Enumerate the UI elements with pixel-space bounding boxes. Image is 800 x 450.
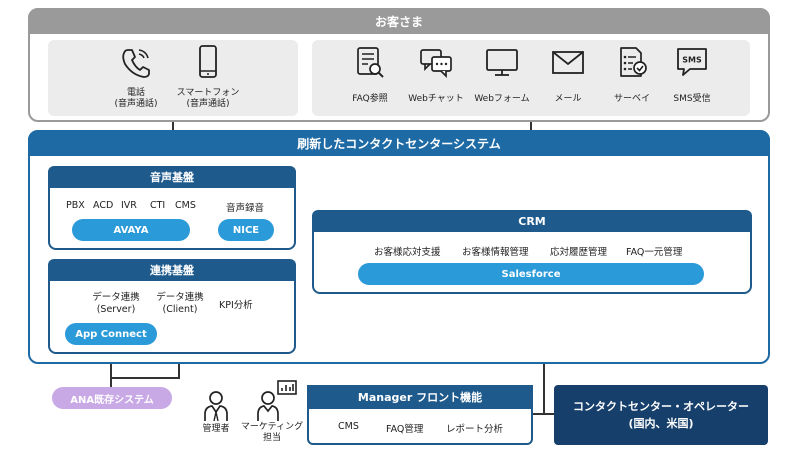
voice-platform-header: 音声基盤 — [48, 166, 296, 188]
nice-pill: NICE — [218, 219, 274, 241]
channel-mail-label: メール — [554, 94, 582, 104]
crm-title: CRM — [518, 214, 546, 228]
voice-channel-group — [48, 40, 298, 116]
voice-item-pbx: PBX — [66, 200, 85, 211]
customer-header: お客さま — [28, 8, 770, 34]
connector-system-to-bottom — [543, 364, 545, 414]
faq-icon — [357, 47, 384, 78]
sms-badge-text: SMS — [682, 56, 702, 65]
channel-sms: SMS SMS受信 — [660, 44, 724, 114]
manager-item-cms: CMS — [338, 421, 359, 432]
avaya-label: AVAYA — [113, 224, 149, 236]
system-title: 刷新したコンタクトセンターシステム — [297, 136, 501, 151]
channel-smartphone: スマートフォン (音声通話) — [168, 44, 248, 114]
voice-item-recording: 音声録音 — [226, 203, 265, 214]
channel-phone-label: 電話 (音声通話) — [114, 88, 158, 109]
integration-platform-title: 連携基盤 — [150, 264, 194, 277]
salesforce-label: Salesforce — [501, 268, 561, 280]
legacy-system-pill: ANA既存システム — [52, 387, 172, 409]
legacy-system-label: ANA既存システム — [70, 394, 154, 406]
person-manager-label: 管理者 — [202, 424, 230, 434]
web-chat-icon — [420, 49, 452, 79]
smartphone-icon — [199, 45, 217, 78]
channel-faq: FAQ参照 — [338, 44, 402, 114]
crm-item-faq: FAQ一元管理 — [626, 247, 683, 258]
channel-mail: メール — [536, 44, 600, 114]
connector-bottom-horizontal — [533, 413, 555, 415]
voice-item-ivr: IVR — [121, 200, 137, 211]
monitor-icon — [486, 49, 518, 76]
channel-survey-label: サーベイ — [613, 94, 650, 104]
crm-item-support: お客様応対支援 — [374, 247, 441, 258]
person-marketing-label: マーケティング 担当 — [240, 422, 304, 443]
crm-item-history: 応対履歴管理 — [550, 247, 608, 258]
avaya-pill: AVAYA — [72, 219, 190, 241]
voice-item-cti: CTI — [150, 200, 166, 211]
manager-item-report: レポート分析 — [446, 424, 504, 435]
salesforce-pill: Salesforce — [358, 263, 704, 285]
nice-label: NICE — [232, 224, 260, 236]
sms-icon: SMS — [677, 48, 707, 76]
operator-label: コンタクトセンター・オペレーター (国内、米国) — [573, 400, 749, 430]
channel-survey: サーベイ — [600, 44, 664, 114]
channel-web-chat-label: Webチャット — [408, 94, 464, 104]
connector-legacy-horizontal-1 — [110, 372, 112, 388]
crm-item-customer-info: お客様情報管理 — [462, 247, 529, 258]
integration-item-server: データ連携 (Server) — [92, 292, 140, 315]
mail-icon — [552, 51, 584, 74]
survey-icon — [620, 47, 647, 77]
integration-platform-header: 連携基盤 — [48, 259, 296, 281]
marketing-person-icon — [257, 380, 297, 421]
channel-web-form: Webフォーム — [470, 44, 534, 114]
voice-platform-title: 音声基盤 — [150, 171, 194, 184]
app-connect-label: App Connect — [75, 328, 147, 340]
channel-smartphone-label: スマートフォン (音声通話) — [176, 88, 240, 109]
channel-phone: 電話 (音声通話) — [96, 44, 176, 114]
integration-item-kpi: KPI分析 — [219, 300, 253, 311]
manager-item-faq: FAQ管理 — [386, 424, 424, 435]
channel-faq-label: FAQ参照 — [352, 94, 388, 104]
manager-front-header: Manager フロント機能 — [307, 385, 533, 409]
manager-front-title: Manager フロント機能 — [357, 391, 483, 404]
manager-person-icon — [204, 391, 228, 422]
voice-item-cms: CMS — [175, 200, 196, 211]
system-header: 刷新したコンタクトセンターシステム — [28, 130, 770, 156]
channel-sms-label: SMS受信 — [673, 94, 711, 104]
customer-title: お客さま — [374, 14, 423, 29]
channel-web-chat: Webチャット — [404, 44, 468, 114]
person-marketing: マーケティング 担当 — [236, 378, 308, 446]
phone-icon — [122, 49, 150, 78]
voice-item-acd: ACD — [93, 200, 114, 211]
crm-header: CRM — [312, 210, 752, 232]
integration-item-client: データ連携 (Client) — [156, 292, 204, 315]
person-manager: 管理者 — [196, 390, 236, 446]
channel-web-form-label: Webフォーム — [474, 94, 530, 104]
operator-box: コンタクトセンター・オペレーター (国内、米国) — [554, 385, 768, 445]
digital-channel-group — [312, 40, 750, 116]
connector-legacy-horizontal-2 — [110, 377, 180, 379]
app-connect-pill: App Connect — [65, 323, 157, 345]
